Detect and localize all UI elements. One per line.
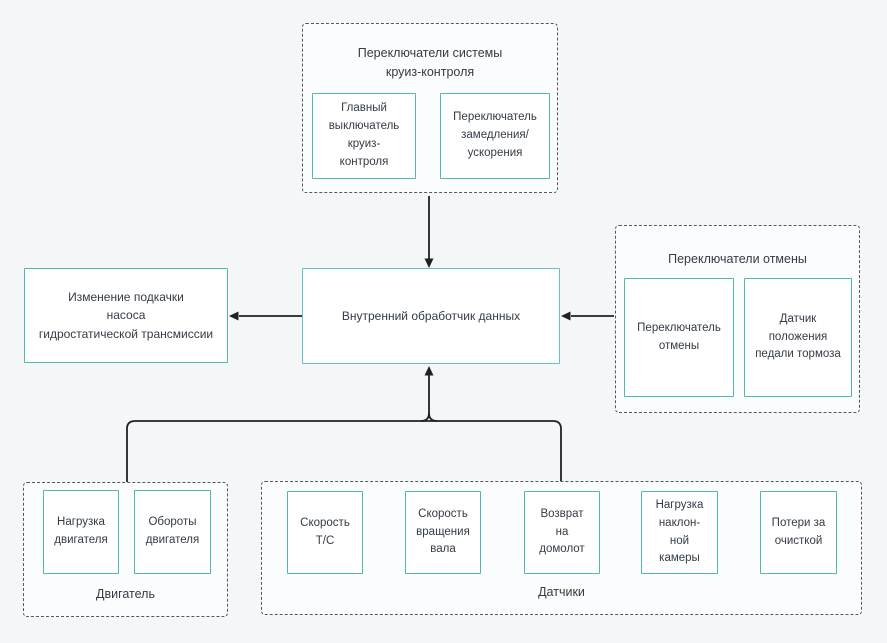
edge-branch-engine-sensors — [126, 420, 562, 482]
arrowhead-down-into-processor — [424, 258, 434, 268]
node-main-switch: Главный выключатель круиз- контроля — [312, 93, 416, 179]
group-cruise-title: Переключатели системы круиз-контроля — [357, 46, 503, 79]
node-shaft-rotation-speed: Скорость вращения вала — [405, 491, 481, 574]
group-cancel-switches: Переключатели отмены Переключатель отмен… — [615, 225, 860, 413]
node-cleaning-loss-label: Потери за очисткой — [771, 516, 826, 547]
node-cancel-switch: Переключатель отмены — [624, 278, 734, 397]
node-cancel-switch-label: Переключатель отмены — [637, 321, 721, 352]
node-pump-charge-change: Изменение подкачки насоса гидростатическ… — [24, 268, 228, 363]
arrowhead-left-into-processor — [561, 311, 571, 321]
node-brake-pedal-position-sensor-label: Датчик положения педали тормоза — [755, 312, 841, 361]
node-decel-accel-switch-label: Переключатель замедления/ ускорения — [453, 111, 537, 159]
edge-branch-stem-left-fillet — [420, 375, 430, 422]
group-cancel-title: Переключатели отмены — [668, 252, 807, 266]
node-rethreshing-return-label: Возврат на домолот — [539, 507, 585, 556]
group-sensors-title: Датчики — [538, 585, 585, 600]
node-feeder-house-load-label: Нагрузка наклон- ной камеры — [655, 498, 704, 565]
node-cleaning-loss: Потери за очисткой — [760, 491, 837, 574]
node-vehicle-speed: Скорость Т/С — [287, 491, 363, 574]
node-shaft-rotation-speed-label: Скорость вращения вала — [416, 507, 470, 556]
group-engine-title: Двигатель — [96, 587, 155, 602]
node-internal-data-processor: Внутренний обработчик данных — [302, 268, 560, 364]
group-sensors: Скорость Т/С Скорость вращения вала Возв… — [261, 481, 862, 615]
group-cruise-switches: Переключатели системы круиз-контроля Гла… — [302, 23, 558, 193]
node-feeder-house-load: Нагрузка наклон- ной камеры — [641, 491, 718, 574]
node-brake-pedal-position-sensor: Датчик положения педали тормоза — [744, 278, 852, 397]
node-engine-load-label: Нагрузка двигателя — [54, 516, 108, 546]
node-decel-accel-switch: Переключатель замедления/ ускорения — [440, 93, 550, 179]
node-engine-rpm-label: Обороты двигателя — [145, 516, 200, 546]
arrowhead-left-into-pump — [229, 311, 239, 321]
node-main-switch-label: Главный выключатель круиз- контроля — [328, 102, 400, 168]
node-engine-load: Нагрузка двигателя — [43, 490, 119, 574]
node-internal-data-processor-label: Внутренний обработчик данных — [341, 308, 521, 323]
node-engine-rpm: Обороты двигателя — [134, 490, 211, 574]
edge-branch-stem-right-fillet — [428, 412, 438, 422]
node-vehicle-speed-label: Скорость Т/С — [300, 516, 350, 547]
group-engine: Нагрузка двигателя Обороты двигателя Дви… — [23, 482, 228, 617]
node-rethreshing-return: Возврат на домолот — [524, 491, 600, 574]
arrowhead-up-into-processor — [424, 366, 434, 376]
node-pump-charge-change-label: Изменение подкачки насоса гидростатическ… — [38, 289, 214, 341]
